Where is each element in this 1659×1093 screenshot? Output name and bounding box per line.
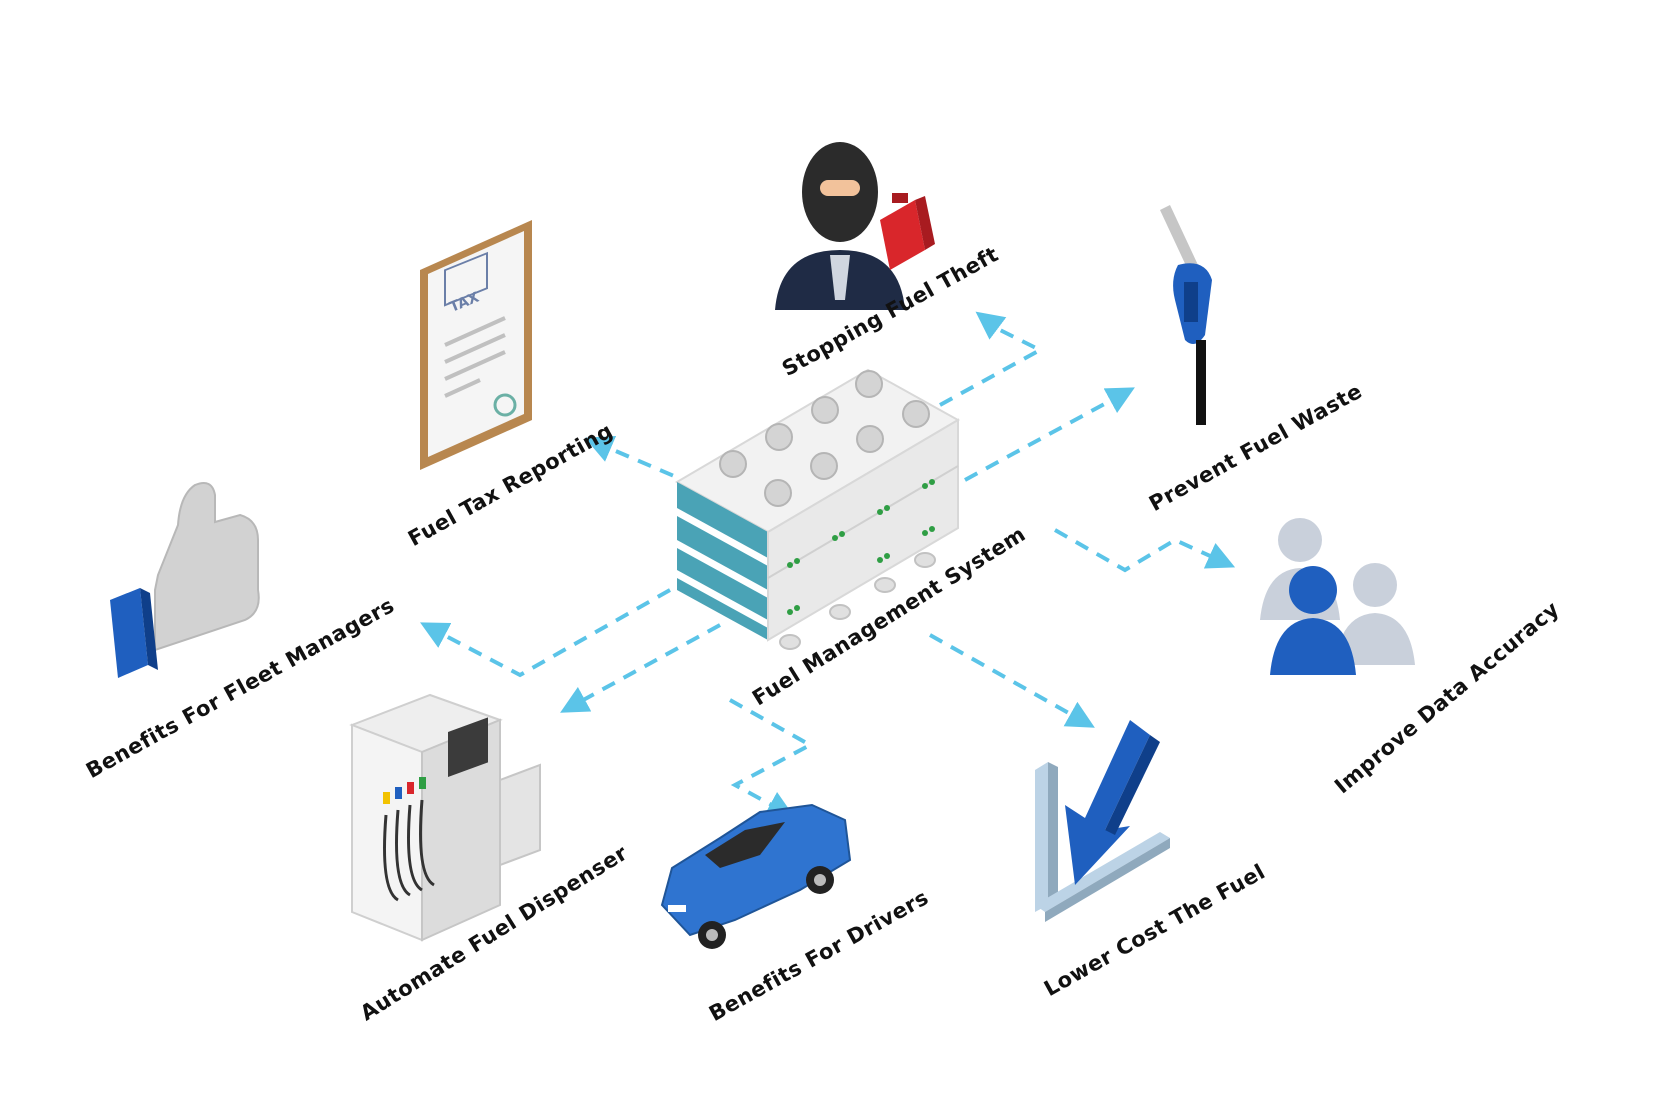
fuel-dispenser-icon [349,693,541,942]
connector-arrows [420,311,1236,818]
arrow-to-stopping-fuel-theft [939,311,1045,407]
downward-trend-icon [1035,720,1170,922]
server-icon [674,368,961,650]
car-icon [660,803,852,949]
arrow-to-benefits-for-fleet-managers [420,588,671,678]
arrow-to-improve-data-accuracy [1054,528,1236,573]
thief-icon [775,142,905,310]
arrow-to-fuel-tax-reporting [584,435,696,487]
arrow-to-prevent-fuel-waste [964,387,1135,482]
arrow-to-lower-cost-the-fuel [929,633,1095,728]
thumbs-up-icon [110,482,260,678]
tax-document-icon: TAX [420,220,532,470]
people-icon [1260,518,1415,675]
fuel-nozzle-icon [1160,205,1212,425]
jerrycan-icon [880,193,935,270]
arrow-to-benefits-for-drivers [729,698,815,818]
arrow-to-automate-fuel-dispenser [560,623,721,713]
